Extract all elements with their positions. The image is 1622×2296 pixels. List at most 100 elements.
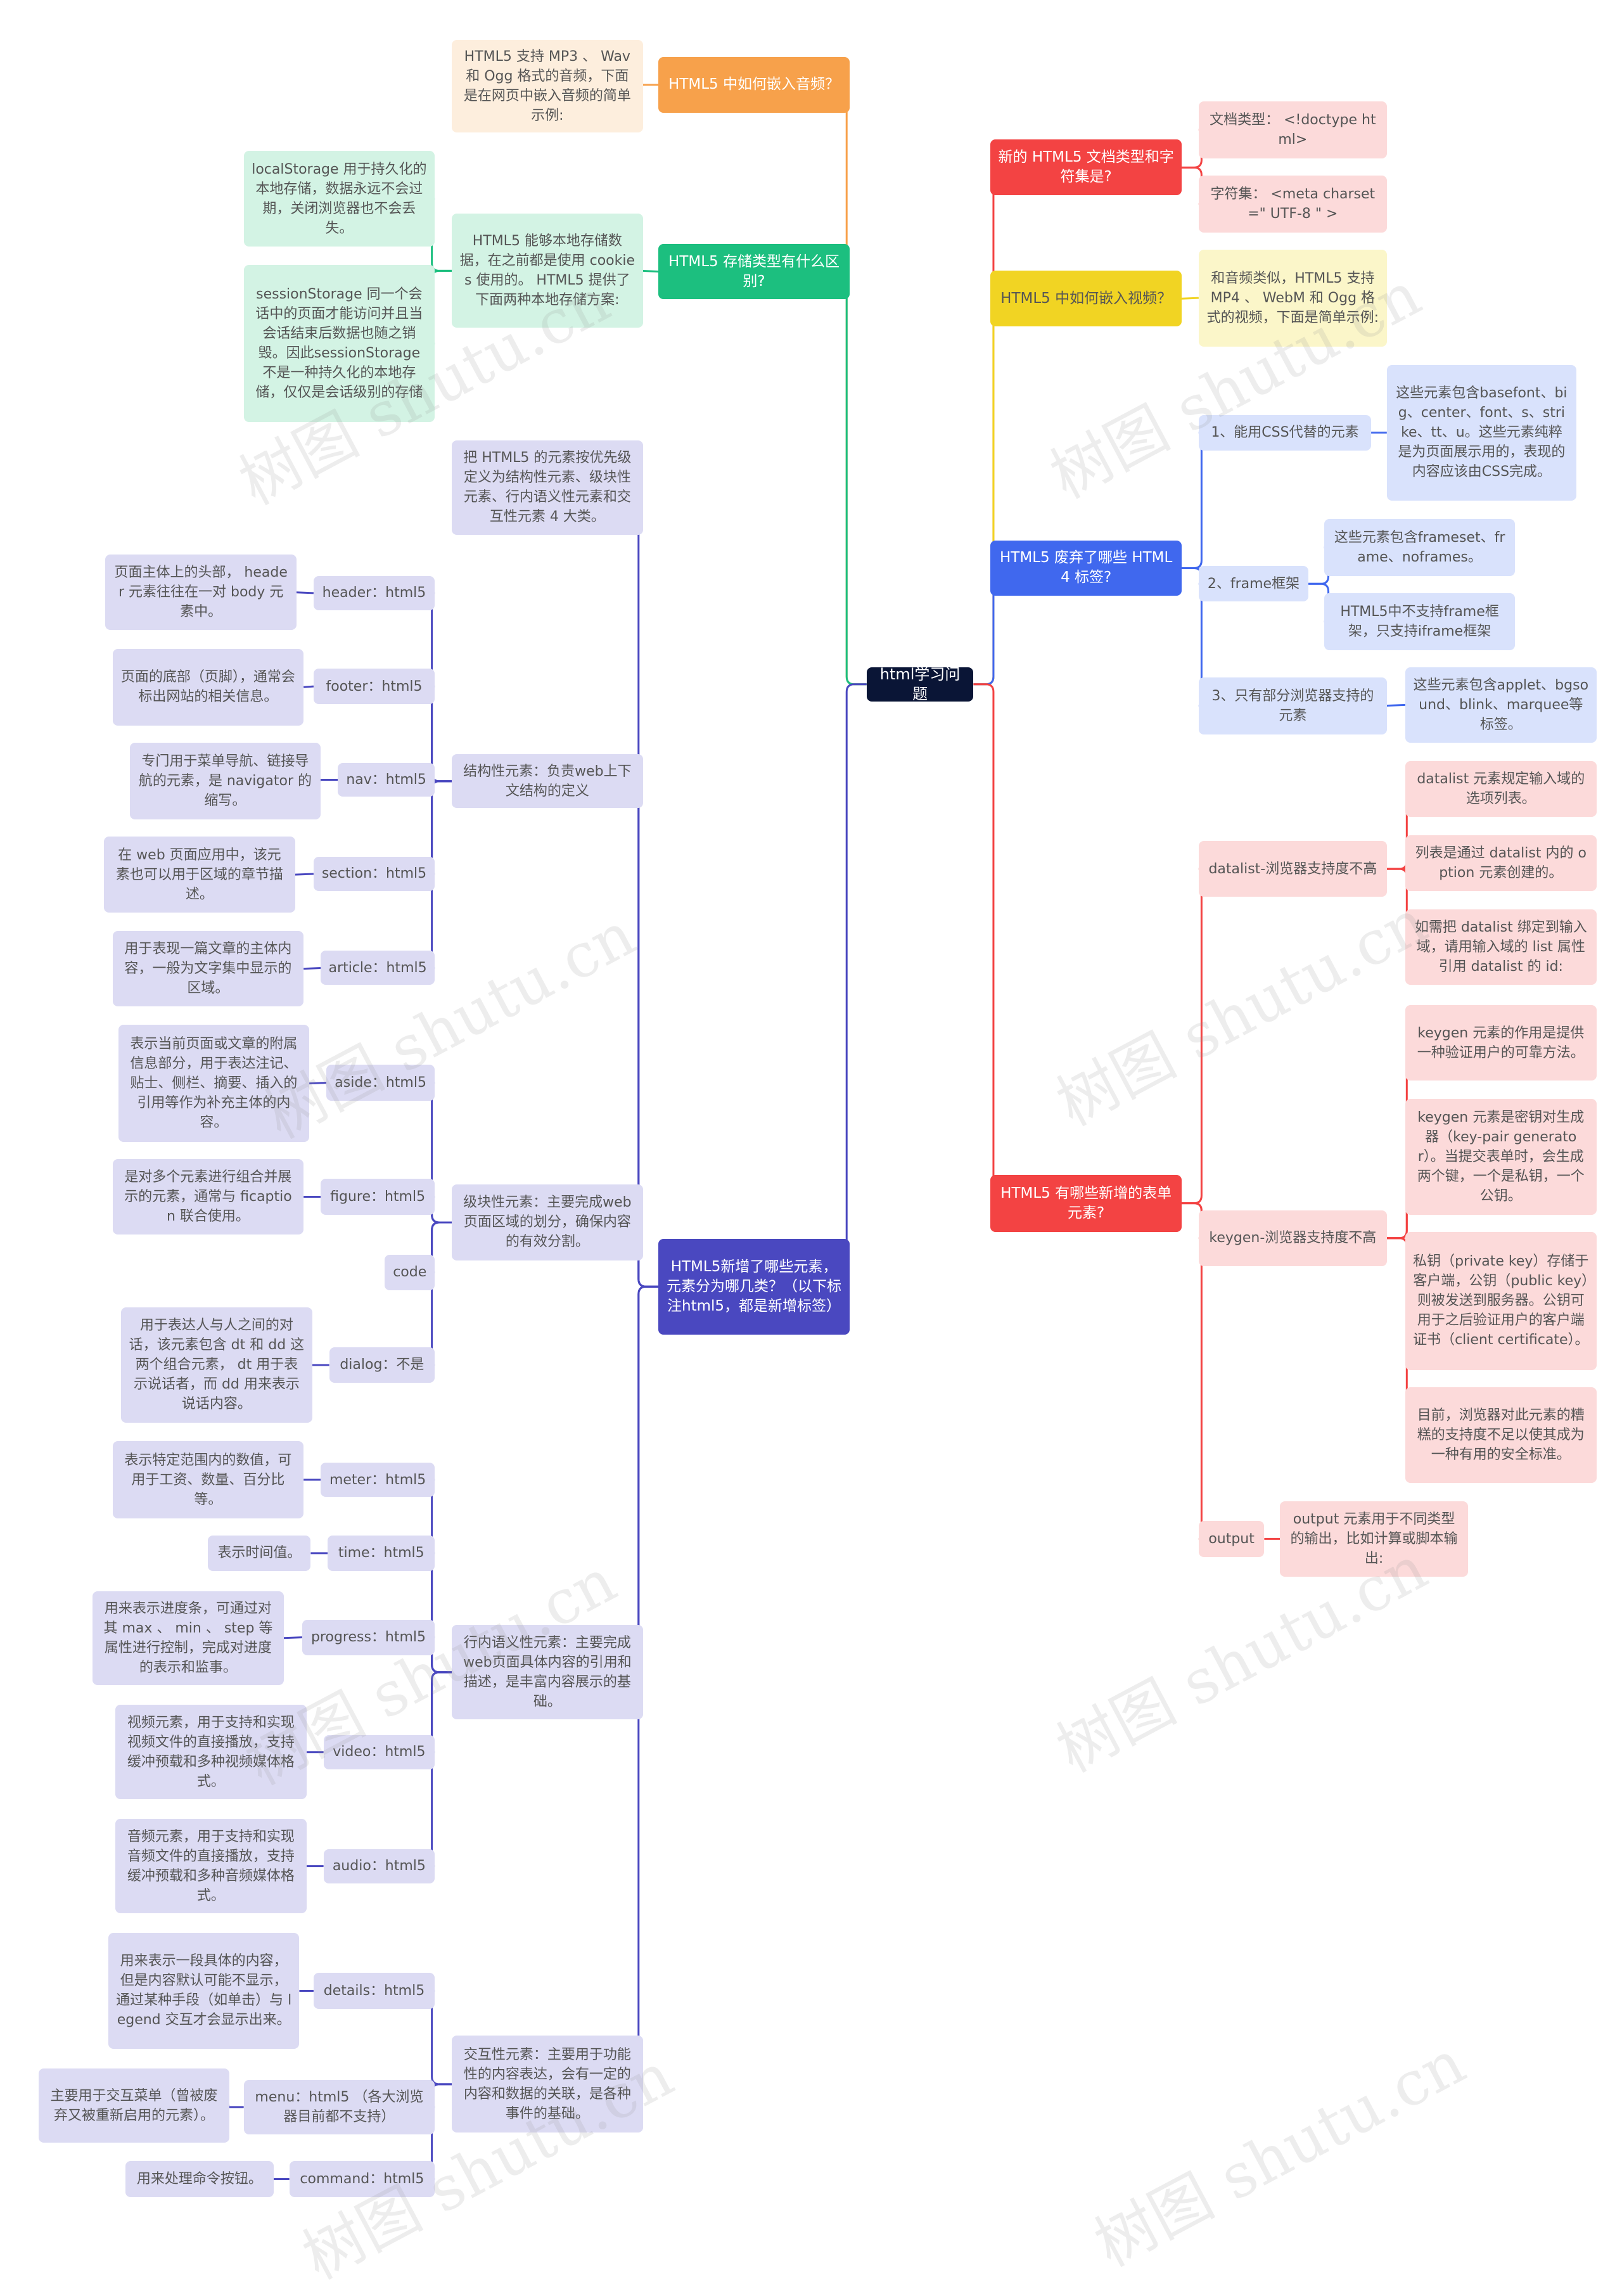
topic-d-footer[interactable]: 页面的底部（页脚），通常会标出网站的相关信息。 <box>112 648 304 726</box>
branch-b-video[interactable]: HTML5 中如何嵌入视频？ <box>990 271 1182 327</box>
topic-form-keygen[interactable]: keygen-浏览器支持度不高 <box>1198 1210 1387 1266</box>
topic-fd3[interactable]: 如需把 datalist 绑定到输入域，请用输入域的 list 属性引用 dat… <box>1405 909 1597 985</box>
node-text: 在 web 页面应用中，该元素也可以用于区域的章节描述。 <box>115 847 283 902</box>
topic-d-menu[interactable]: 主要用于交互菜单（曾被废弃又被重新启用的元素）。 <box>38 2068 230 2143</box>
node-text: HTML5 中如何嵌入音频？ <box>668 76 840 93</box>
node-text: 用来处理命令按钮。 <box>136 2171 262 2187</box>
topic-fk2[interactable]: keygen 元素是密钥对生成器（key-pair generator）。当提交… <box>1405 1099 1597 1215</box>
topic-el-footer[interactable]: footer：html5 <box>313 669 435 705</box>
root-topic[interactable]: html学习问题 <box>866 665 974 703</box>
node-text: HTML5 废弃了哪些 HTML4 标签? <box>1000 549 1173 586</box>
topic-el-article[interactable]: article：html5 <box>321 951 435 985</box>
topic-form-datalist[interactable]: datalist-浏览器支持度不高 <box>1198 841 1387 897</box>
topic-dep-frame-d1[interactable]: 这些元素包含frameset、frame、noframes。 <box>1324 518 1516 576</box>
topic-storage-mid[interactable]: HTML5 能够本地存储数据，在之前都是使用 cookies 使用的。 HTML… <box>452 214 643 328</box>
node-text: HTML5 支持 MP3 、 Wav 和 Ogg 格式的音频，下面是在网页中嵌入… <box>463 49 631 124</box>
topic-el-dialog[interactable]: dialog：不是 <box>329 1347 435 1383</box>
topic-storage-local[interactable]: localStorage 用于持久化的本地存储，数据永远不会过期，关闭浏览器也不… <box>243 151 435 247</box>
topic-cat-block[interactable]: 级块性元素：主要完成web页面区域的划分，确保内容的有效分割。 <box>452 1184 643 1260</box>
topic-dep-frame-d2[interactable]: HTML5中不支持frame框架，只支持iframe框架 <box>1324 593 1516 650</box>
branch-b-form[interactable]: HTML5 有哪些新增的表单元素? <box>990 1174 1182 1232</box>
topic-storage-session[interactable]: sessionStorage 同一个会话中的页面才能访问并且当会话结束后数据也随… <box>243 265 435 422</box>
topic-d-progress[interactable]: 用来表示进度条，可通过对其 max 、 min 、 step 等属性进行控制，完… <box>93 1591 284 1685</box>
topic-el-menu[interactable]: menu：html5 （各大浏览器目前都不支持） <box>243 2080 435 2134</box>
node-text: footer：html5 <box>326 678 423 695</box>
connector-d_section <box>295 873 314 876</box>
topic-el-audio[interactable]: audio：html5 <box>323 1849 435 1883</box>
topic-cat-intro[interactable]: 把 HTML5 的元素按优先级定义为结构性元素、级块性元素、行内语义性元素和交互… <box>452 440 643 535</box>
topic-el-progress[interactable]: progress：html5 <box>302 1619 435 1655</box>
node-text: 目前，浏览器对此元素的糟糕的支持度不足以使其成为一种有用的安全标准。 <box>1417 1407 1585 1463</box>
topic-fd1[interactable]: datalist 元素规定输入域的选项列表。 <box>1405 761 1597 817</box>
topic-fk4[interactable]: 目前，浏览器对此元素的糟糕的支持度不足以使其成为一种有用的安全标准。 <box>1405 1387 1597 1483</box>
topic-cat-struct[interactable]: 结构性元素：负责web上下文结构的定义 <box>452 754 643 809</box>
topic-form-output[interactable]: output <box>1198 1521 1265 1557</box>
topic-el-nav[interactable]: nav：html5 <box>338 762 435 797</box>
topic-d-article[interactable]: 用于表现一篇文章的主体内容，一般为文字集中显示的区域。 <box>112 930 304 1007</box>
topic-d-command[interactable]: 用来处理命令按钮。 <box>125 2161 274 2197</box>
node-text: HTML5中不支持frame框架，只支持iframe框架 <box>1340 603 1499 639</box>
node-text: 新的 HTML5 文档类型和字符集是? <box>998 149 1174 186</box>
node-text: HTML5 中如何嵌入视频？ <box>1000 290 1172 307</box>
node-text: section：html5 <box>321 866 427 882</box>
topic-d-header[interactable]: 页面主体上的头部， header 元素往往在一对 body 元素中。 <box>105 555 297 631</box>
node-text: code <box>393 1264 427 1281</box>
topic-el-time[interactable]: time：html5 <box>328 1535 435 1571</box>
topic-fd2[interactable]: 列表是通过 datalist 内的 option 元素创建的。 <box>1405 835 1597 891</box>
node-text: output 元素用于不同类型的输出，比如计算或脚本输出: <box>1290 1511 1458 1567</box>
topic-d-dialog[interactable]: 用于表达人与人之间的对话，该元素包含 dt 和 dd 这两个组合元素， dt 用… <box>121 1307 312 1423</box>
node-text: dialog：不是 <box>340 1357 425 1373</box>
topic-dep-css-d[interactable]: 这些元素包含basefont、big、center、font、s、strike、… <box>1386 364 1576 501</box>
topic-el-command[interactable]: command：html5 <box>289 2161 435 2197</box>
topic-fo1[interactable]: output 元素用于不同类型的输出，比如计算或脚本输出: <box>1280 1501 1469 1577</box>
topic-el-details[interactable]: details：html5 <box>313 1973 435 2009</box>
topic-d-meter[interactable]: 表示特定范围内的数值，可用于工资、数量、百分比等。 <box>112 1441 304 1518</box>
topic-dep-frame[interactable]: 2、frame框架 <box>1198 566 1309 602</box>
topic-fk1[interactable]: keygen 元素的作用是提供一种验证用户的可靠方法。 <box>1405 1004 1597 1081</box>
topic-el-code[interactable]: code <box>385 1254 435 1290</box>
topic-d-details[interactable]: 用来表示一段具体的内容，但是内容默认可能不显示，通过某种手段（如单击）与 leg… <box>108 1933 300 2049</box>
branch-b-new[interactable]: HTML5新增了哪些元素，元素分为哪几类？（以下标注html5，都是新增标签） <box>658 1238 850 1335</box>
node-text: progress：html5 <box>310 1629 426 1646</box>
branch-b-deprecated[interactable]: HTML5 废弃了哪些 HTML4 标签? <box>990 540 1182 596</box>
topic-doctype-leaf[interactable]: 文档类型： <!doctype html> <box>1198 101 1387 158</box>
node-text: keygen-浏览器支持度不高 <box>1209 1230 1377 1247</box>
branch-b-doctype[interactable]: 新的 HTML5 文档类型和字符集是? <box>990 139 1182 196</box>
node-text: details：html5 <box>323 1983 425 1999</box>
topic-el-section[interactable]: section：html5 <box>313 856 435 891</box>
node-text: time：html5 <box>338 1545 425 1562</box>
topic-video-leaf[interactable]: 和音频类似，HTML5 支持 MP4 、 WebM 和 Ogg 格式的视频，下面… <box>1198 249 1387 347</box>
topic-dep-partial-d[interactable]: 这些元素包含applet、bgsound、blink、marquee等标签。 <box>1405 667 1597 743</box>
node-text: command：html5 <box>300 2171 425 2187</box>
topic-audio-leaf[interactable]: HTML5 支持 MP3 、 Wav 和 Ogg 格式的音频，下面是在网页中嵌入… <box>452 39 643 133</box>
node-text: nav：html5 <box>346 771 426 788</box>
node-text: 列表是通过 datalist 内的 option 元素创建的。 <box>1415 845 1587 882</box>
node-text: 文档类型： <!doctype html> <box>1210 112 1376 148</box>
node-text: 3、只有部分浏览器支持的元素 <box>1211 688 1374 724</box>
topic-d-aside[interactable]: 表示当前页面或文章的附属信息部分，用于表达注记、贴士、侧栏、摘要、插入的引用等作… <box>118 1025 310 1142</box>
branch-b-storage[interactable]: HTML5 存储类型有什么区别? <box>658 243 850 300</box>
topic-fk3[interactable]: 私钥（private key）存储于客户端，公钥（public key）则被发送… <box>1405 1231 1597 1370</box>
topic-d-time[interactable]: 表示时间值。 <box>208 1535 311 1571</box>
topic-charset-leaf[interactable]: 字符集： <meta charset=" UTF-8 " > <box>1198 175 1387 233</box>
topic-el-meter[interactable]: meter：html5 <box>321 1463 435 1498</box>
topic-d-video[interactable]: 视频元素，用于支持和实现视频文件的直接播放，支持缓冲预载和多种视频媒体格式。 <box>115 1705 307 1799</box>
topic-el-video[interactable]: video：html5 <box>323 1735 435 1769</box>
topic-el-header[interactable]: header：html5 <box>313 575 435 610</box>
node-text: HTML5 存储类型有什么区别? <box>668 253 840 290</box>
node-text: datalist 元素规定输入域的选项列表。 <box>1417 771 1585 807</box>
topic-dep-partial[interactable]: 3、只有部分浏览器支持的元素 <box>1198 677 1387 734</box>
topic-el-aside[interactable]: aside：html5 <box>326 1065 435 1101</box>
topic-d-figure[interactable]: 是对多个元素进行组合并展示的元素，通常与 ficaption 联合使用。 <box>112 1158 304 1235</box>
topic-cat-inline[interactable]: 行内语义性元素：主要完成web页面具体内容的引用和描述，是丰富内容展示的基础。 <box>452 1625 643 1719</box>
topic-dep-css[interactable]: 1、能用CSS代替的元素 <box>1198 414 1372 451</box>
topic-cat-interact[interactable]: 交互性元素：主要用于功能性的内容表达，会有一定的内容和数据的关联，是各种事件的基… <box>452 2036 643 2133</box>
node-text: 专门用于菜单导航、链接导航的元素，是 navigator 的缩写。 <box>138 754 312 809</box>
topic-el-figure[interactable]: figure：html5 <box>321 1179 435 1215</box>
node-text: 把 HTML5 的元素按优先级定义为结构性元素、级块性元素、行内语义性元素和交互… <box>463 450 632 525</box>
node-text: 行内语义性元素：主要完成web页面具体内容的引用和描述，是丰富内容展示的基础。 <box>463 1634 632 1710</box>
topic-d-nav[interactable]: 专门用于菜单导航、链接导航的元素，是 navigator 的缩写。 <box>129 743 321 820</box>
topic-d-section[interactable]: 在 web 页面应用中，该元素也可以用于区域的章节描述。 <box>104 837 295 913</box>
topic-d-audio[interactable]: 音频元素，用于支持和实现音频文件的直接播放，支持缓冲预载和多种音频媒体格式。 <box>115 1819 307 1913</box>
branch-b-audio[interactable]: HTML5 中如何嵌入音频？ <box>658 56 850 113</box>
